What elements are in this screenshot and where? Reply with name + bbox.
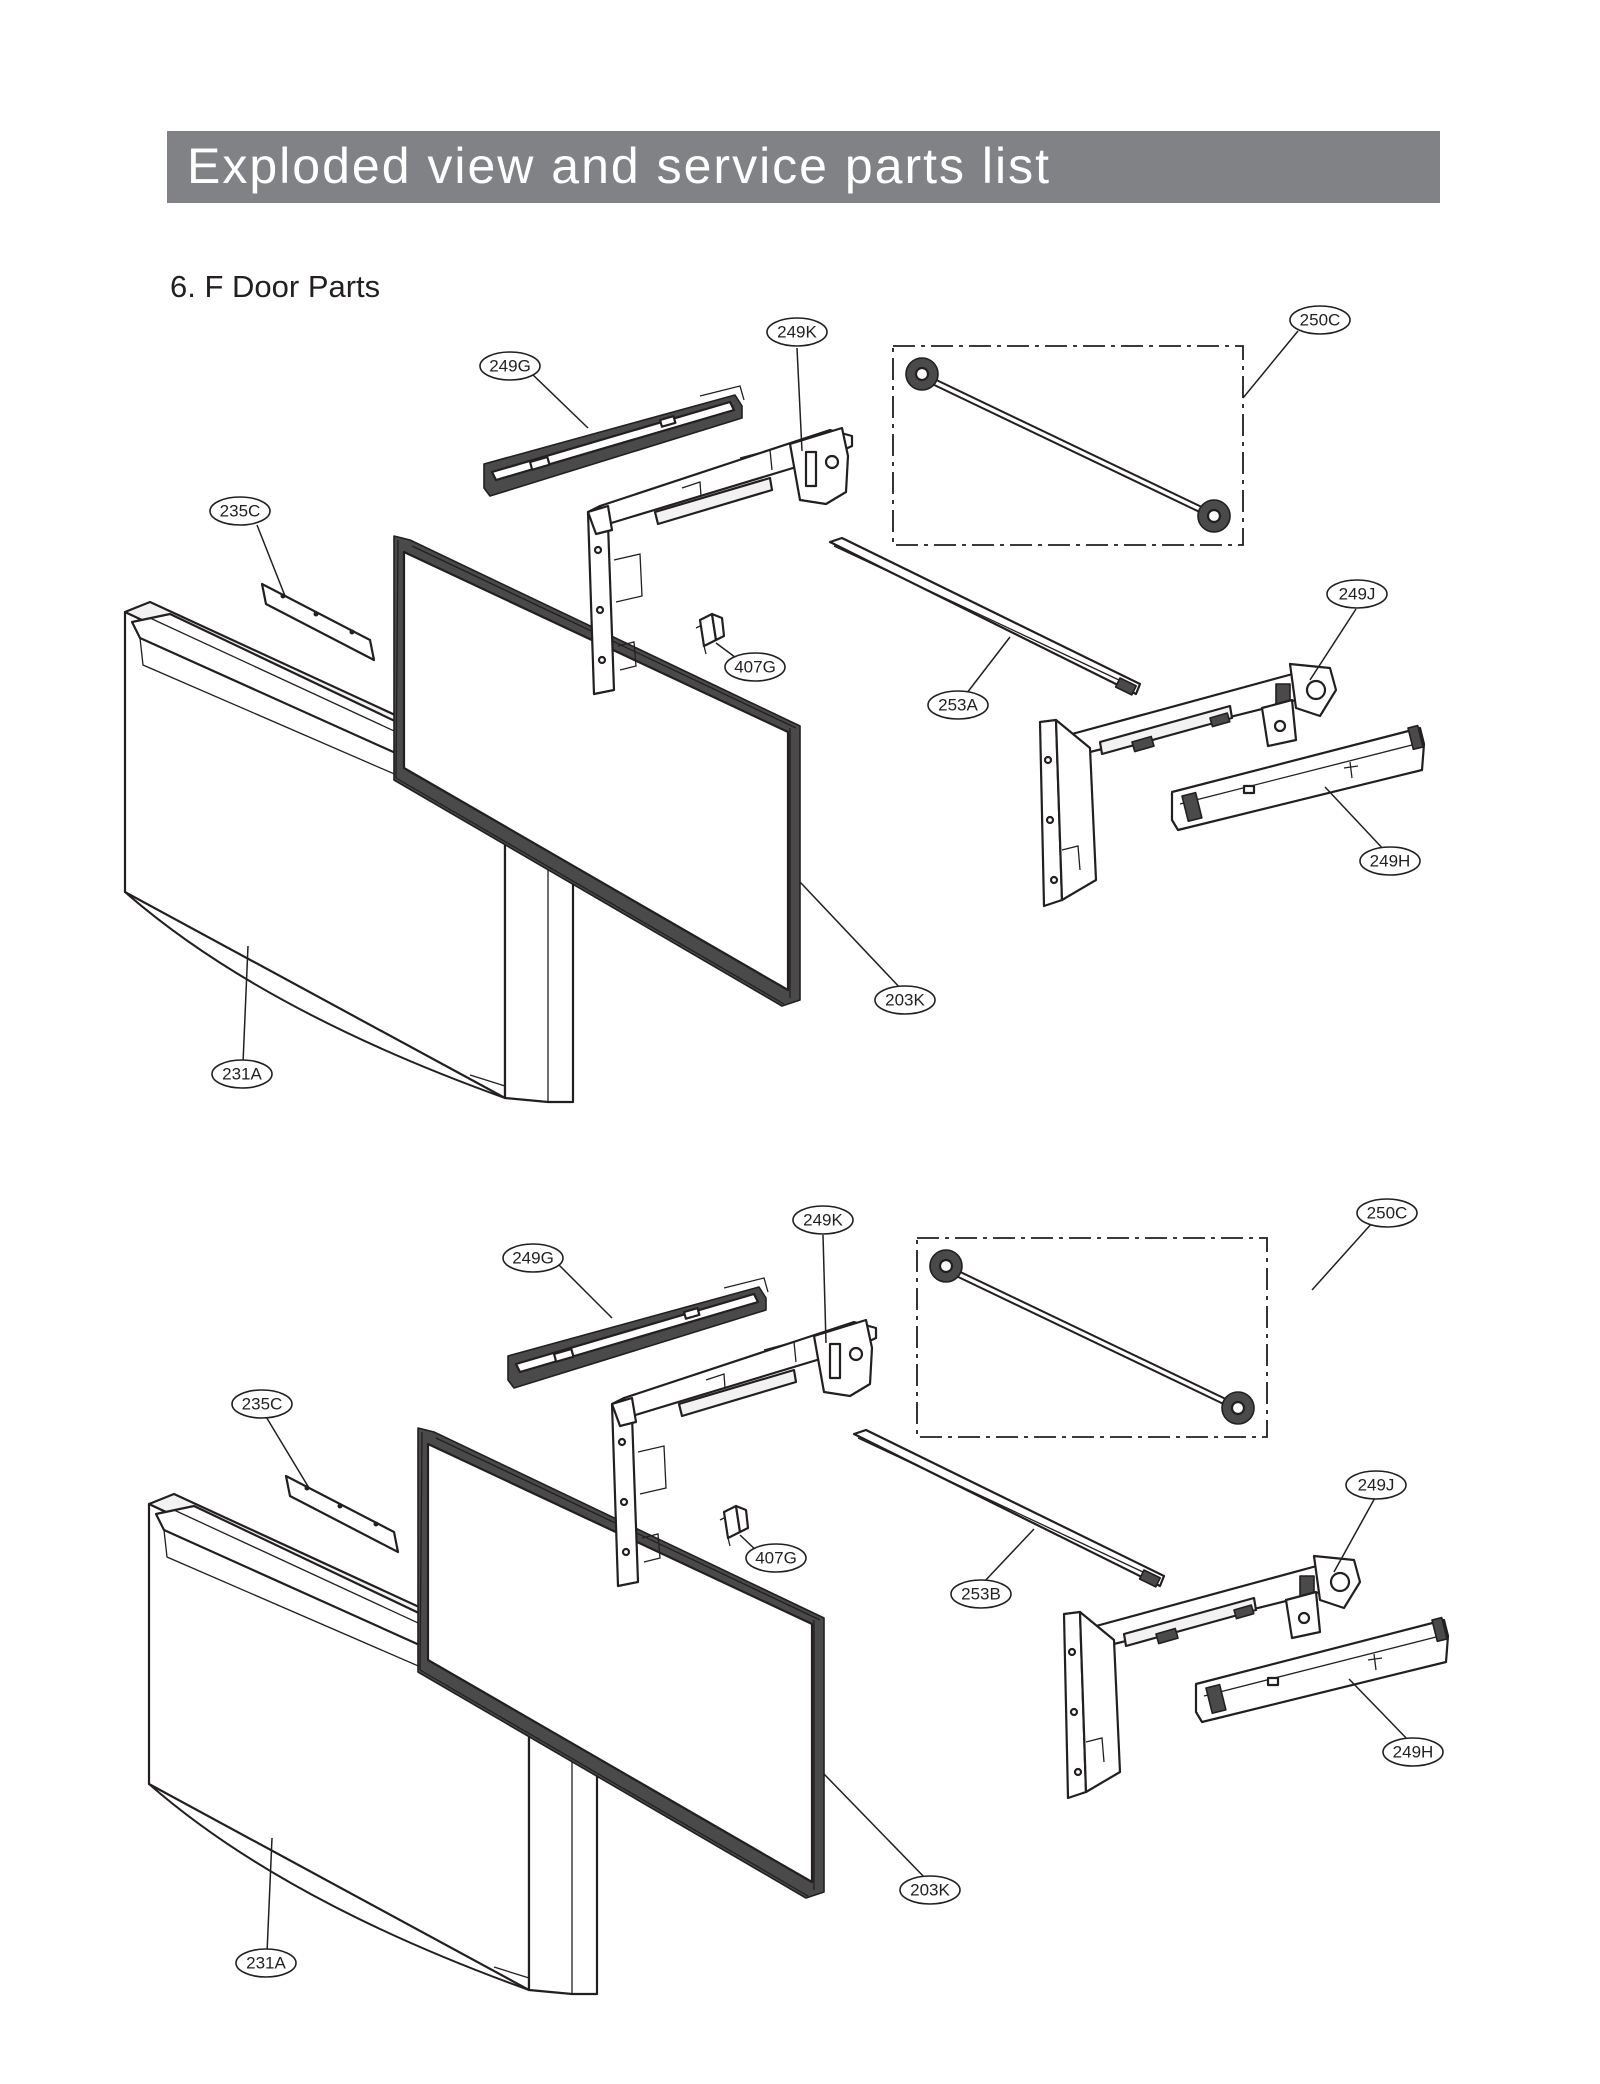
callout-250c: 250C	[1356, 1198, 1418, 1228]
leader-lines-1	[242, 330, 1387, 1064]
exploded-view-1: 249K 250C 249G 235C 249J 407G 253A 249H …	[123, 305, 1426, 1104]
callout-249g: 249G	[479, 351, 541, 381]
callout-253a: 253A	[927, 690, 989, 720]
callout-235c: 235C	[231, 1389, 293, 1419]
callout-249h: 249H	[1359, 846, 1421, 876]
svg-text:253B: 253B	[961, 1585, 1001, 1604]
svg-text:249J: 249J	[1358, 1476, 1395, 1495]
svg-text:235C: 235C	[242, 1395, 283, 1414]
svg-text:249H: 249H	[1393, 1743, 1434, 1762]
callout-249j: 249J	[1326, 579, 1388, 609]
svg-text:249H: 249H	[1370, 852, 1411, 871]
svg-text:249K: 249K	[777, 323, 817, 342]
svg-text:407G: 407G	[755, 1549, 797, 1568]
callout-249g: 249G	[502, 1243, 564, 1273]
leader-lines-2	[264, 1221, 1411, 1954]
svg-text:231A: 231A	[246, 1954, 286, 1973]
svg-text:249G: 249G	[489, 357, 531, 376]
section-title: 6. F Door Parts	[170, 269, 381, 304]
svg-text:249K: 249K	[803, 1211, 843, 1230]
callout-203k: 203K	[899, 1875, 961, 1905]
callout-235c: 235C	[209, 496, 271, 526]
svg-text:250C: 250C	[1367, 1204, 1408, 1223]
svg-text:250C: 250C	[1300, 311, 1341, 330]
svg-text:249J: 249J	[1339, 585, 1376, 604]
callout-249k: 249K	[766, 317, 828, 347]
svg-text:231A: 231A	[222, 1065, 262, 1084]
svg-text:203K: 203K	[885, 991, 925, 1010]
page-title: Exploded view and service parts list	[187, 138, 1052, 194]
svg-text:407G: 407G	[734, 658, 776, 677]
callout-203k: 203K	[874, 985, 936, 1015]
svg-text:203K: 203K	[910, 1881, 950, 1900]
svg-text:235C: 235C	[220, 502, 261, 521]
svg-text:253A: 253A	[938, 696, 978, 715]
svg-text:249G: 249G	[512, 1249, 554, 1268]
callout-407g: 407G	[745, 1543, 807, 1573]
callout-249h: 249H	[1382, 1737, 1444, 1767]
callout-250c: 250C	[1289, 305, 1351, 335]
callout-249j: 249J	[1345, 1470, 1407, 1500]
callout-253b: 253B	[950, 1579, 1012, 1609]
header-banner: Exploded view and service parts list	[167, 131, 1440, 203]
callout-231a: 231A	[211, 1059, 273, 1089]
callout-407g: 407G	[724, 652, 786, 682]
callout-231a: 231A	[235, 1948, 297, 1978]
exploded-view-2: 249K 250C 249G 235C 249J 407G 253B 249H …	[147, 1198, 1450, 1996]
callout-249k: 249K	[792, 1205, 854, 1235]
